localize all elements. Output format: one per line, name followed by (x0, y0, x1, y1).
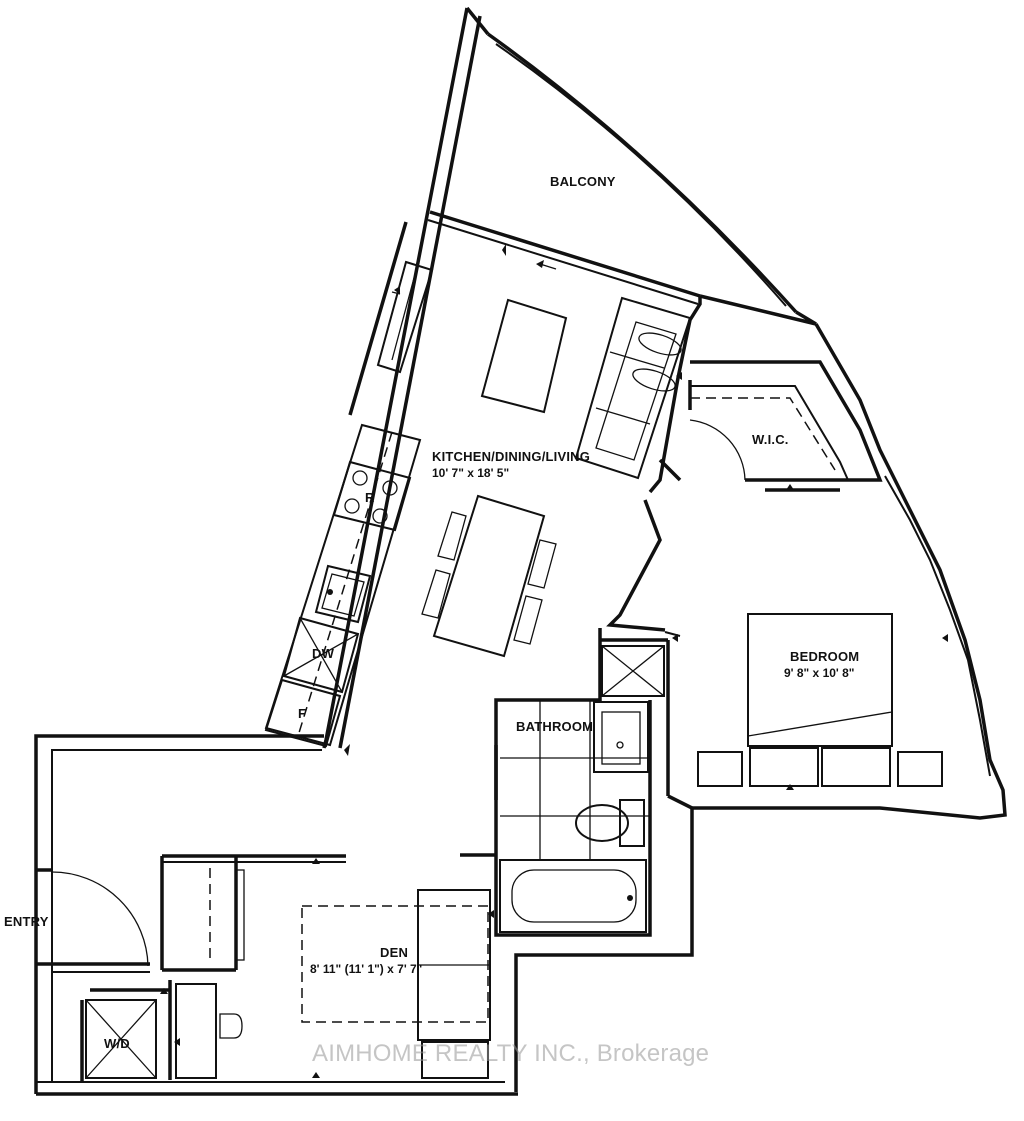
washer-dryer-label: W/D (104, 1036, 130, 1051)
fridge-label: F (298, 706, 306, 721)
den-size: 8' 11" (11' 1") x 7' 7" (310, 962, 422, 976)
kitchen-fixtures (264, 260, 568, 748)
kitchen-label: KITCHEN/DINING/LIVING (432, 449, 590, 464)
kitchen-size: 10' 7" x 18' 5" (432, 466, 509, 480)
living-furniture (421, 296, 692, 658)
bedroom-size: 9' 8" x 10' 8" (784, 666, 854, 680)
balcony-label: BALCONY (550, 174, 616, 189)
bathroom-fixtures (499, 645, 665, 933)
range-outline (332, 460, 412, 532)
interior-walls (80, 360, 883, 1082)
exterior-walls (34, 6, 1007, 1096)
range-label: R (365, 490, 375, 505)
entry-label: ENTRY (4, 914, 49, 929)
bedroom-label: BEDROOM (790, 649, 859, 664)
wic-label: W.I.C. (752, 432, 789, 447)
den-furniture (85, 869, 491, 1079)
bedroom-furniture (697, 613, 943, 787)
watermark-text: AIMHOME REALTY INC., Brokerage (312, 1040, 710, 1067)
labels: BALCONY KITCHEN/DINING/LIVING 10' 7" x 1… (4, 174, 859, 1051)
den-label: DEN (380, 945, 408, 960)
dishwasher-label: DW (312, 646, 335, 661)
bathroom-label: BATHROOM (516, 719, 593, 734)
markers (160, 244, 948, 1078)
